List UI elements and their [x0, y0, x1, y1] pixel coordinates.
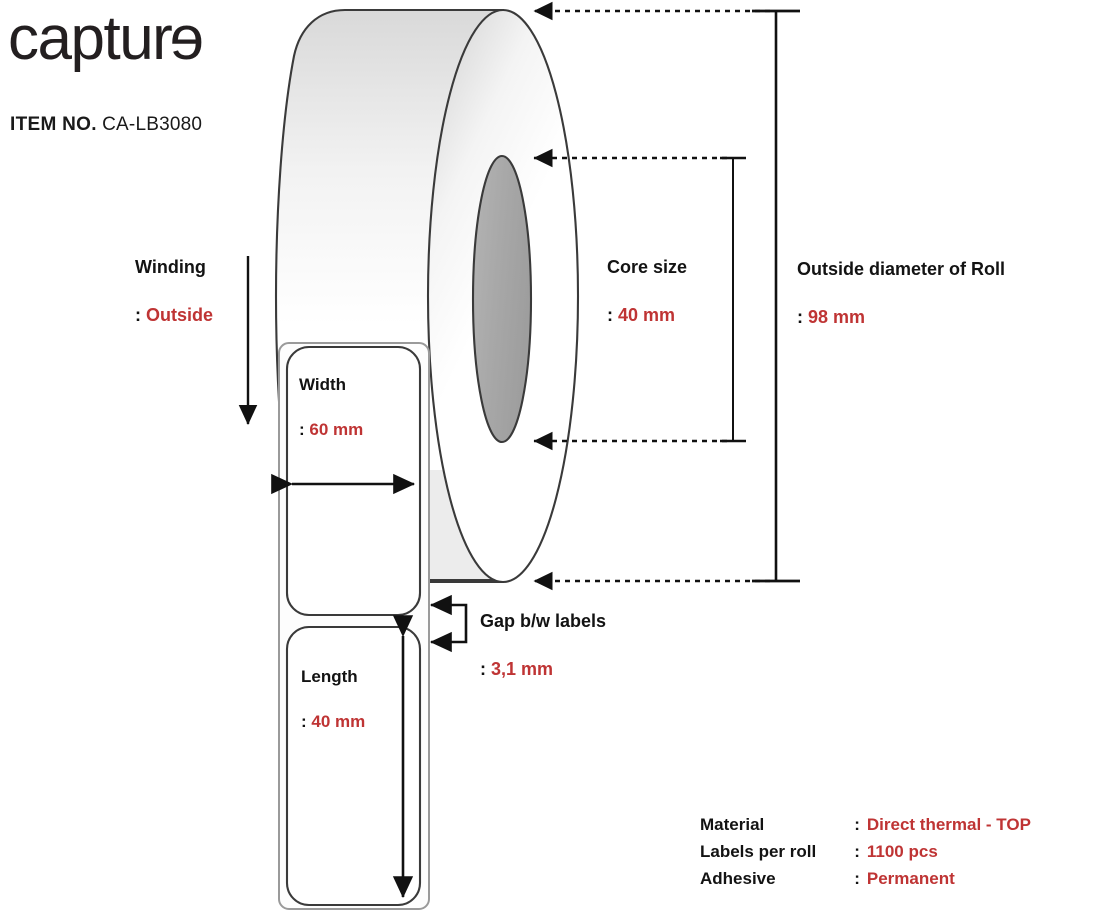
callout-winding: Winding : Outside [135, 257, 214, 326]
callout-winding-value-row: : Outside [135, 304, 214, 326]
callout-gap-value: 3,1 mm [491, 658, 554, 679]
brand-logo-reversed-e: e [171, 4, 205, 73]
callout-length-colon: : [301, 711, 307, 731]
spec-colon-labels-per-roll: : [854, 842, 860, 861]
item-number-value: CA-LB3080 [102, 114, 203, 135]
gap-dimension-bracket [429, 594, 468, 653]
spec-value-labels-per-roll: 1100 pcs [866, 842, 938, 861]
callout-core-size-colon: : [607, 304, 613, 325]
callout-width-colon: : [299, 419, 305, 439]
callout-core-size-value: 40 mm [618, 304, 676, 325]
callout-length-value: 40 mm [311, 711, 366, 731]
callout-width-value-row: : 60 mm [299, 419, 364, 440]
spec-colon-material: : [854, 815, 860, 834]
callout-gap-title: Gap b/w labels [480, 611, 607, 631]
callout-outside-diameter-value-row: : 98 mm [797, 306, 1005, 328]
callout-core-size-value-row: : 40 mm [607, 304, 687, 326]
callout-width-title: Width [299, 375, 347, 394]
spec-key-adhesive: Adhesive [700, 869, 776, 888]
spec-row-adhesive: Adhesive : Permanent [700, 869, 1031, 896]
specification-table: Material : Direct thermal - TOP Labels p… [700, 815, 1031, 896]
callout-length-title: Length [301, 667, 358, 686]
spec-value-adhesive: Permanent [866, 869, 955, 888]
callout-gap-value-row: : 3,1 mm [480, 658, 606, 680]
callout-outside-diameter: Outside diameter of Roll : 98 mm [797, 259, 1006, 328]
roll-core-hole [471, 154, 533, 444]
callout-width: Width : 60 mm [299, 375, 364, 440]
callout-length: Length : 40 mm [301, 667, 366, 732]
callout-gap-colon: : [480, 658, 486, 679]
outside-diameter-dimension-line [752, 9, 800, 583]
label-face-length [285, 625, 422, 907]
spec-row-material: Material : Direct thermal - TOP [700, 815, 1031, 842]
spec-key-material: Material [700, 815, 765, 834]
callout-outside-diameter-value: 98 mm [808, 306, 866, 327]
spec-value-material: Direct thermal - TOP [866, 815, 1031, 834]
callout-gap: Gap b/w labels : 3,1 mm [480, 611, 607, 680]
callout-width-value: 60 mm [309, 419, 364, 439]
callout-core-size-title: Core size [607, 257, 688, 277]
callout-core-size: Core size : 40 mm [607, 257, 688, 326]
item-number-label: ITEM NO. [10, 114, 97, 135]
brand-logo-text-main: captur [8, 4, 173, 73]
callout-winding-colon: : [135, 304, 141, 325]
callout-length-value-row: : 40 mm [301, 711, 366, 732]
callout-outside-diameter-colon: : [797, 306, 803, 327]
callout-outside-diameter-title: Outside diameter of Roll [797, 259, 1006, 279]
callout-winding-title: Winding [135, 257, 206, 277]
spec-row-labels-per-roll: Labels per roll : 1100 pcs [700, 842, 1031, 869]
spec-colon-adhesive: : [854, 869, 860, 888]
specification-table-body: Material : Direct thermal - TOP Labels p… [700, 815, 1031, 896]
spec-key-labels-per-roll: Labels per roll [700, 842, 817, 861]
core-size-dimension-line [720, 156, 746, 443]
callout-winding-value: Outside [146, 304, 214, 325]
item-number-line: ITEM NO. CA-LB3080 [10, 114, 202, 136]
brand-logo: capture [8, 4, 205, 73]
